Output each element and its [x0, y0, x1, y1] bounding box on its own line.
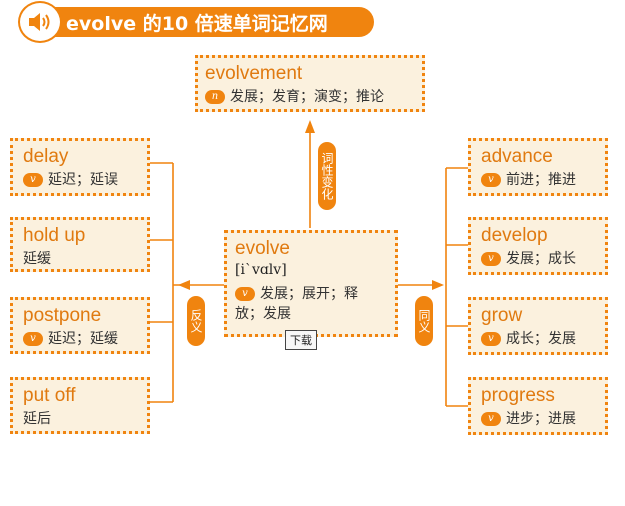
- arrow-right-icon: [432, 280, 444, 290]
- synonym-label: 同义: [415, 296, 433, 346]
- derived-meaning: 发展；发育；演变；推论: [230, 89, 384, 105]
- center-meaning-line1: 发展；展开；释: [260, 286, 358, 302]
- antonym-meaning: 延后: [23, 411, 51, 427]
- synonym-meaning: 发展；成长: [506, 251, 576, 267]
- arrow-left-icon: [178, 280, 190, 290]
- pos-badge: v: [23, 173, 43, 187]
- antonym-label: 反义: [187, 296, 205, 346]
- synonym-word: advance: [481, 146, 553, 167]
- synonym-word: progress: [481, 385, 555, 406]
- pos-badge: v: [481, 173, 501, 187]
- antonym-meaning: 延缓: [23, 251, 51, 267]
- pos-badge: v: [481, 412, 501, 426]
- synonym-card: develop v 发展；成长: [468, 217, 608, 275]
- antonym-word: hold up: [23, 225, 86, 246]
- antonym-card: delay v 延迟；延误: [10, 138, 150, 196]
- synonym-meaning: 前进；推进: [506, 172, 576, 188]
- synonym-meaning: 进步；进展: [506, 411, 576, 427]
- pos-badge: n: [205, 90, 225, 104]
- synonym-card: advance v 前进；推进: [468, 138, 608, 196]
- antonym-card: put off 延后: [10, 377, 150, 434]
- antonym-meaning: 延迟；延误: [48, 172, 118, 188]
- speaker-icon[interactable]: [18, 1, 62, 43]
- antonym-word: delay: [23, 146, 69, 167]
- antonym-word: postpone: [23, 305, 102, 326]
- pos-badge: v: [23, 332, 43, 346]
- synonym-word: develop: [481, 225, 548, 246]
- center-meaning-line2: 放；发展: [235, 306, 291, 322]
- arrow-up-icon: [305, 120, 315, 133]
- synonym-meaning: 成长；发展: [506, 331, 576, 347]
- center-word: evolve: [235, 238, 290, 259]
- antonym-word: put off: [23, 385, 76, 406]
- derived-label: 词性变化: [318, 142, 336, 210]
- pos-badge: v: [481, 252, 501, 266]
- antonym-card: postpone v 延迟；延缓: [10, 297, 150, 354]
- phonetic: [i`vɑlv]: [235, 262, 287, 278]
- pos-badge: v: [235, 287, 255, 301]
- page-header: evolve 的10 倍速单词记忆网: [18, 1, 374, 43]
- download-button[interactable]: 下载: [285, 330, 317, 350]
- pos-badge: v: [481, 332, 501, 346]
- page-title: evolve 的10 倍速单词记忆网: [66, 12, 328, 35]
- antonym-card: hold up 延缓: [10, 217, 150, 272]
- synonym-card: grow v 成长；发展: [468, 297, 608, 355]
- derived-word: evolvement: [205, 63, 303, 84]
- antonym-meaning: 延迟；延缓: [48, 331, 118, 347]
- synonym-word: grow: [481, 305, 523, 326]
- synonym-card: progress v 进步；进展: [468, 377, 608, 435]
- center-card: evolve [i`vɑlv] v 发展；展开；释 放；发展: [224, 230, 398, 337]
- derived-card: evolvement n 发展；发育；演变；推论: [195, 55, 425, 112]
